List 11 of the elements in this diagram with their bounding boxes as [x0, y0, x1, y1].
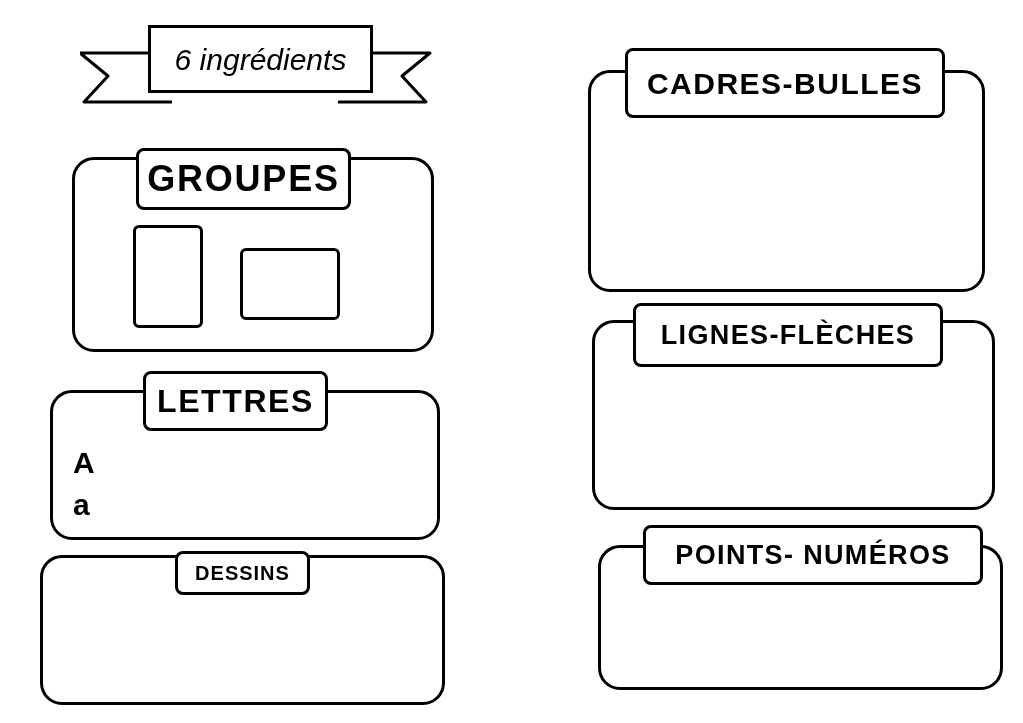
ribbon-heading: GROUPES — [136, 148, 351, 210]
empty-box — [240, 248, 340, 320]
ribbon-heading: POINTS- NUMÉROS — [643, 525, 983, 585]
ribbon-heading: LETTRES — [143, 371, 328, 431]
title-banner: 6 ingrédients — [148, 25, 373, 93]
ribbon-heading: CADRES-BULLES — [625, 48, 945, 118]
ribbon-heading: DESSINS — [175, 551, 310, 595]
letter-sample: a — [73, 490, 90, 520]
ribbon-heading: LIGNES-FLÈCHES — [633, 303, 943, 367]
letter-sample: A — [73, 448, 95, 478]
empty-box — [133, 225, 203, 328]
